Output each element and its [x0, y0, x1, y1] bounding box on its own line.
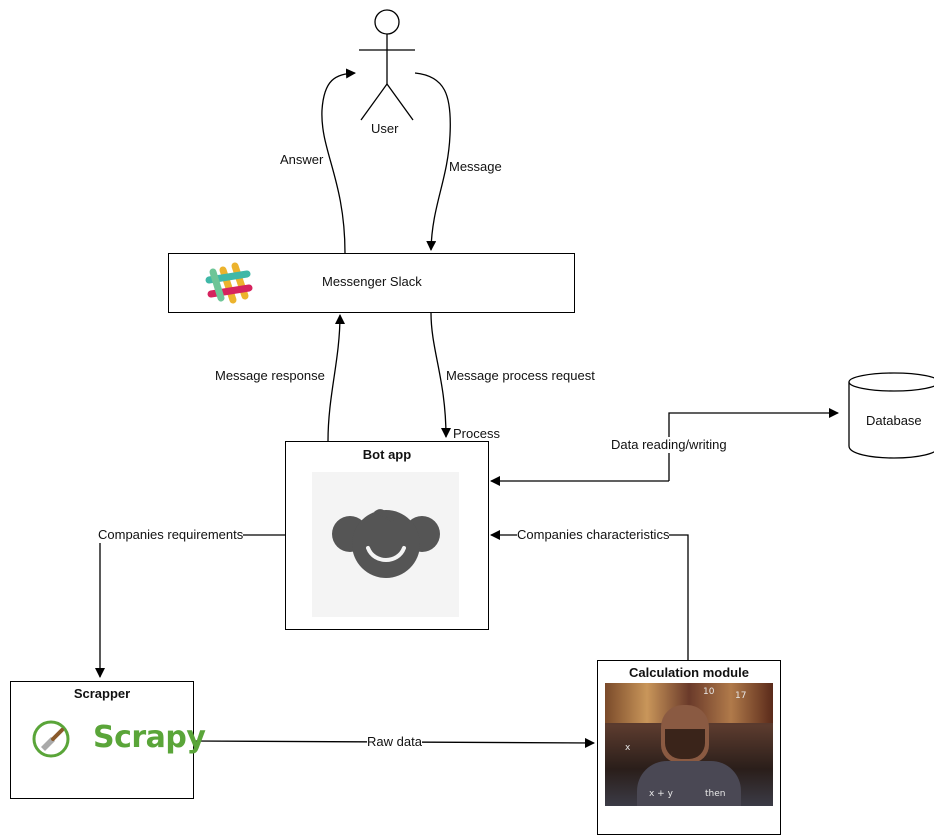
process-label: Process [453, 426, 500, 441]
edge-message-response [327, 314, 345, 442]
photo-equation-1: x + y [649, 789, 673, 799]
photo-equation-2: then [705, 789, 726, 799]
bot-app-node: Bot app [285, 441, 489, 630]
answer-label: Answer [280, 152, 324, 167]
user-label: User [371, 121, 399, 136]
calculation-module-title: Calculation module [629, 665, 749, 680]
slack-logo-icon [205, 262, 253, 304]
slack-label: Messenger Slack [322, 274, 422, 289]
scrapy-logo-text: Scrapy [93, 720, 206, 755]
edge-answer [321, 68, 356, 254]
bot-logo-frame [312, 472, 459, 617]
bot-app-title: Bot app [362, 447, 412, 462]
edge-message [414, 72, 451, 251]
photo-equation-4: 10 [703, 687, 715, 697]
edge-data-rw-to-db [668, 408, 839, 481]
database-node [848, 372, 934, 459]
user-icon [359, 9, 415, 121]
slack-node: Messenger Slack [168, 253, 575, 313]
calculation-photo: x + y then x 10 17 [605, 683, 773, 806]
message-label: Message [449, 159, 502, 174]
scrapper-title: Scrapper [73, 686, 131, 701]
scrapper-node: Scrapper Scrapy [10, 681, 206, 799]
message-process-request-label: Message process request [446, 368, 595, 383]
companies-requirements-label: Companies requirements [98, 527, 244, 543]
monkey-icon [332, 509, 440, 578]
raw-data-label: Raw data [367, 734, 422, 750]
edge-companies-characteristics [490, 530, 689, 660]
message-response-label: Message response [215, 368, 325, 383]
scrapy-spatula-icon [32, 720, 70, 758]
calculation-module-node: Calculation module x + y then x 10 17 [597, 660, 781, 835]
database-label: Database [866, 413, 922, 428]
edge-message-process-request [430, 312, 451, 438]
photo-equation-3: x [625, 743, 631, 753]
photo-equation-5: 17 [735, 691, 747, 701]
data-rw-label: Data reading/writing [611, 437, 727, 453]
companies-characteristics-label: Companies characteristics [517, 527, 670, 543]
edge-companies-requirements [95, 534, 285, 678]
